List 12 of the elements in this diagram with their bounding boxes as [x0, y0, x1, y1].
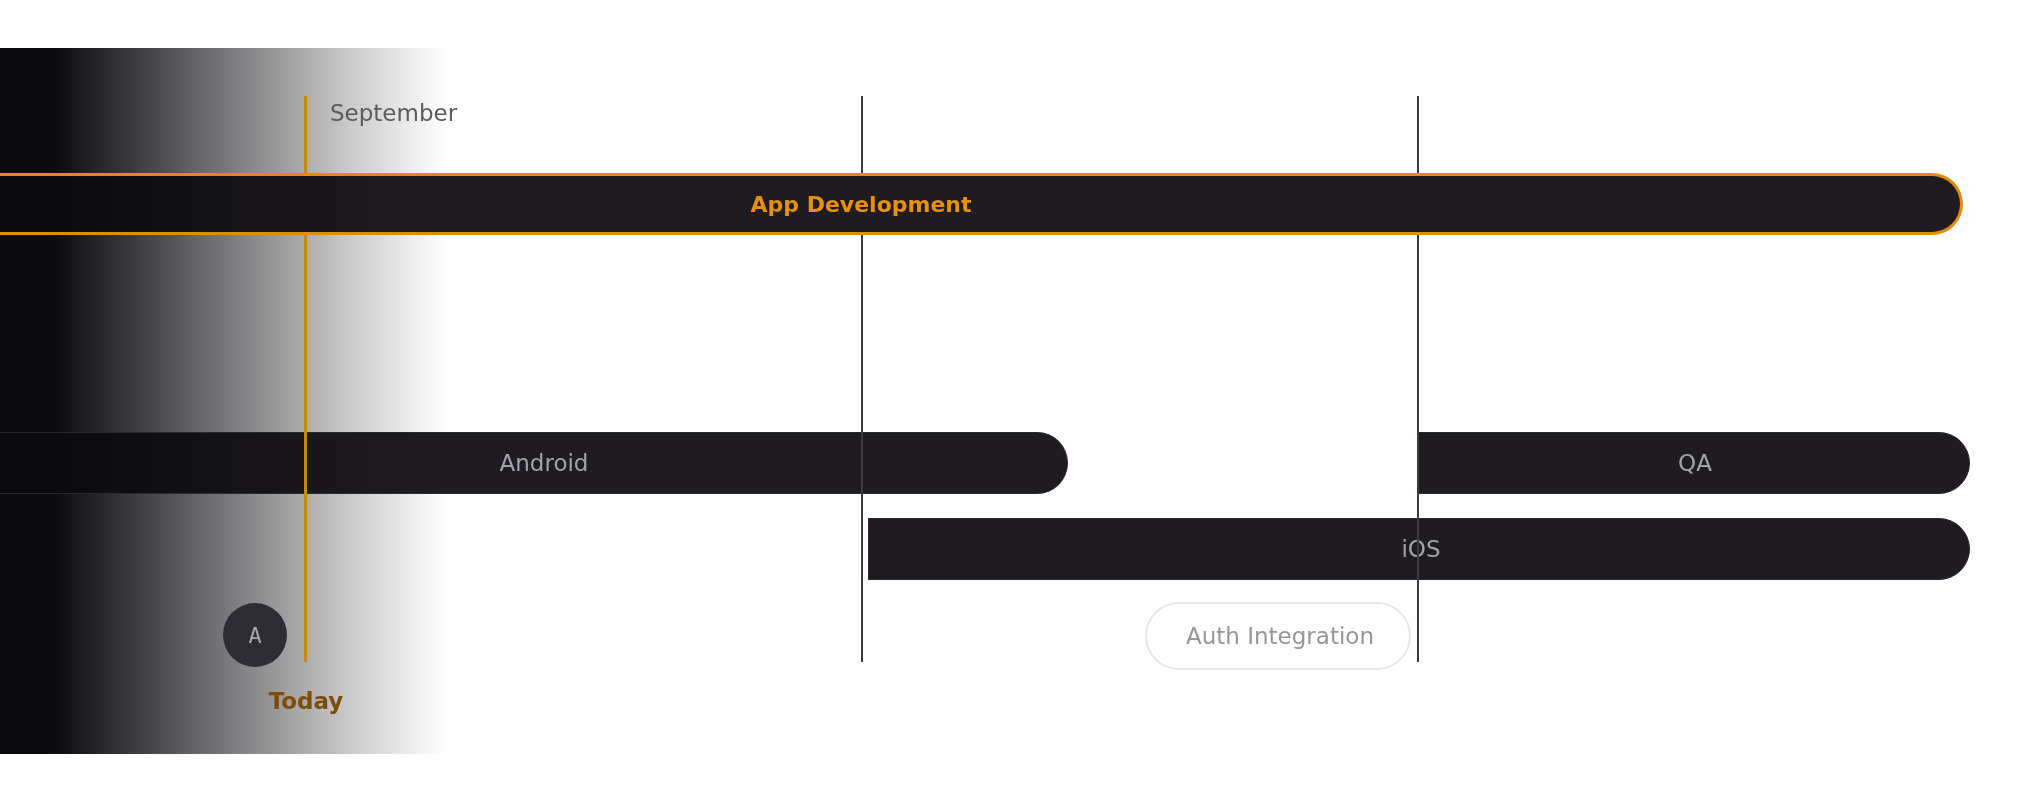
phase-bar: [0, 173, 1963, 235]
task-name: Auth Integration: [1186, 623, 1374, 649]
task-name: Android: [499, 450, 589, 476]
avatar-initial: A: [223, 603, 287, 667]
month-header: September: [330, 99, 458, 128]
task-bar: [868, 518, 1970, 580]
task-name: QA: [1678, 450, 1712, 476]
task-name: iOS: [1401, 536, 1441, 562]
phase-name: App Development: [750, 191, 972, 217]
today-label: Today: [268, 687, 344, 716]
task-bar: [0, 432, 1068, 494]
task-bar: [1418, 432, 1970, 494]
